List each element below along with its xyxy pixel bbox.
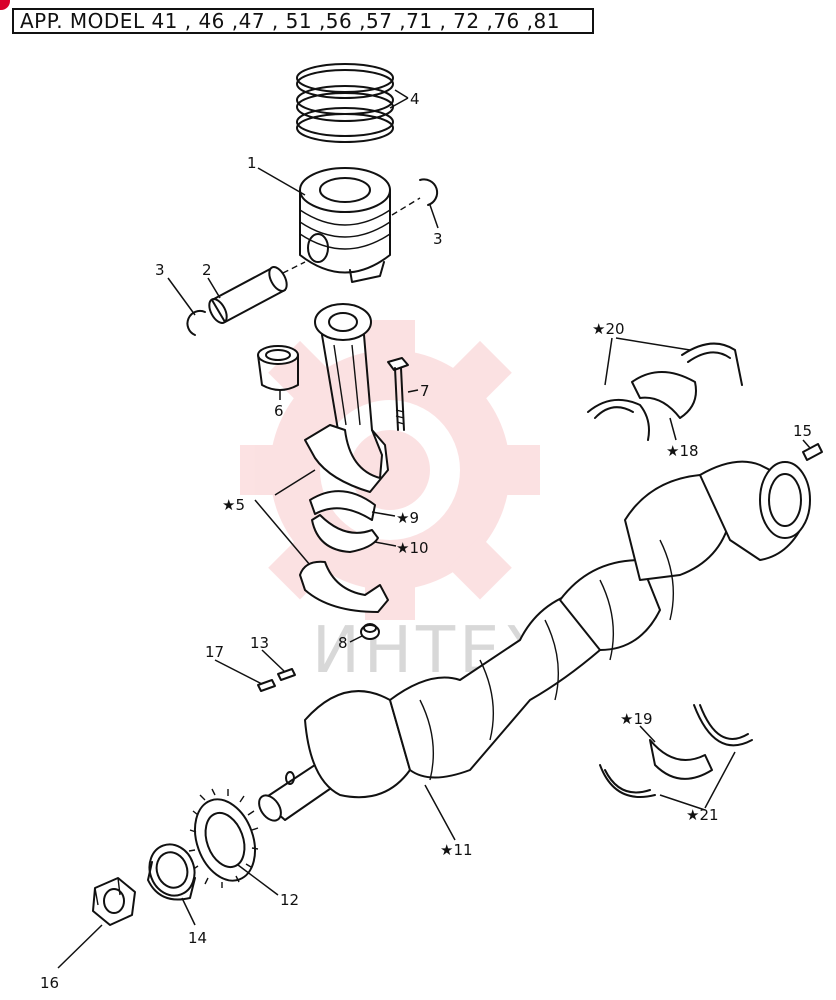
label-3-left: 3 [155,261,165,279]
label-8: 8 [338,634,348,652]
app-model-header: APP. MODEL 41 , 46 ,47 , 51 ,56 ,57 ,71 … [12,8,594,34]
label-19: ★19 [620,710,653,728]
thrust-washer-lower [599,704,753,798]
leader-10 [374,541,397,547]
label-3-right: 3 [433,230,443,248]
leader-9 [371,511,396,517]
label-18: ★18 [666,442,699,460]
crankshaft-collar [147,843,196,901]
leader-16 [57,924,103,969]
label-6: 6 [274,402,284,420]
leader-11 [424,784,456,841]
leader-19 [639,725,656,743]
label-10: ★10 [396,539,429,557]
leader-18 [669,417,677,441]
label-15: 15 [793,422,812,440]
circlip-right [419,178,439,206]
dowel-pin-15 [802,443,823,461]
leader-3a [429,204,439,229]
leader-12 [237,864,279,896]
circlip-left [186,309,206,336]
rod-nut [360,623,380,640]
label-13: 13 [250,634,269,652]
label-7: 7 [420,382,430,400]
leader-4 [389,89,409,109]
label-16: 16 [40,974,59,992]
leader-21 [659,751,736,811]
leader-8 [349,635,363,643]
piston-rings [296,63,394,143]
label-20: ★20 [592,320,625,338]
rod-bolt [387,357,409,431]
label-17: 17 [205,643,224,661]
leader-3b [167,277,196,316]
piston [299,167,391,283]
leader-20 [604,337,691,386]
leader-5 [254,469,316,566]
rod-bearing-lower [311,514,379,553]
leader-15 [802,439,811,449]
crankshaft-nut [92,877,136,926]
pin-axis-right [391,197,421,216]
thrust-washer-upper [587,342,743,441]
leader-14 [181,897,196,926]
key-17 [257,679,276,692]
label-21: ★21 [686,806,719,824]
label-9: ★9 [396,509,419,527]
connecting-rod-cap [299,560,389,613]
pin-axis-left [264,261,306,283]
label-14: 14 [188,929,207,947]
leader-1 [257,167,306,196]
label-11: ★11 [440,841,473,859]
main-bearing-upper [631,371,697,419]
leader-17 [214,659,263,685]
main-bearing-lower [649,739,713,780]
label-12: 12 [280,891,299,909]
label-2: 2 [202,261,212,279]
crankshaft [258,460,811,822]
crankshaft-gear [188,788,259,888]
connecting-rod [304,303,389,493]
app-model-title: APP. MODEL 41 , 46 ,47 , 51 ,56 ,57 ,71 … [20,9,560,33]
leader-13 [261,649,285,672]
label-4: 4 [410,90,420,108]
corner-badge [0,0,10,10]
leader-2 [207,277,221,299]
piston-pin [208,266,288,324]
label-5: ★5 [222,496,245,514]
key-13 [277,668,296,681]
label-1: 1 [247,154,257,172]
leader-7 [407,389,419,393]
